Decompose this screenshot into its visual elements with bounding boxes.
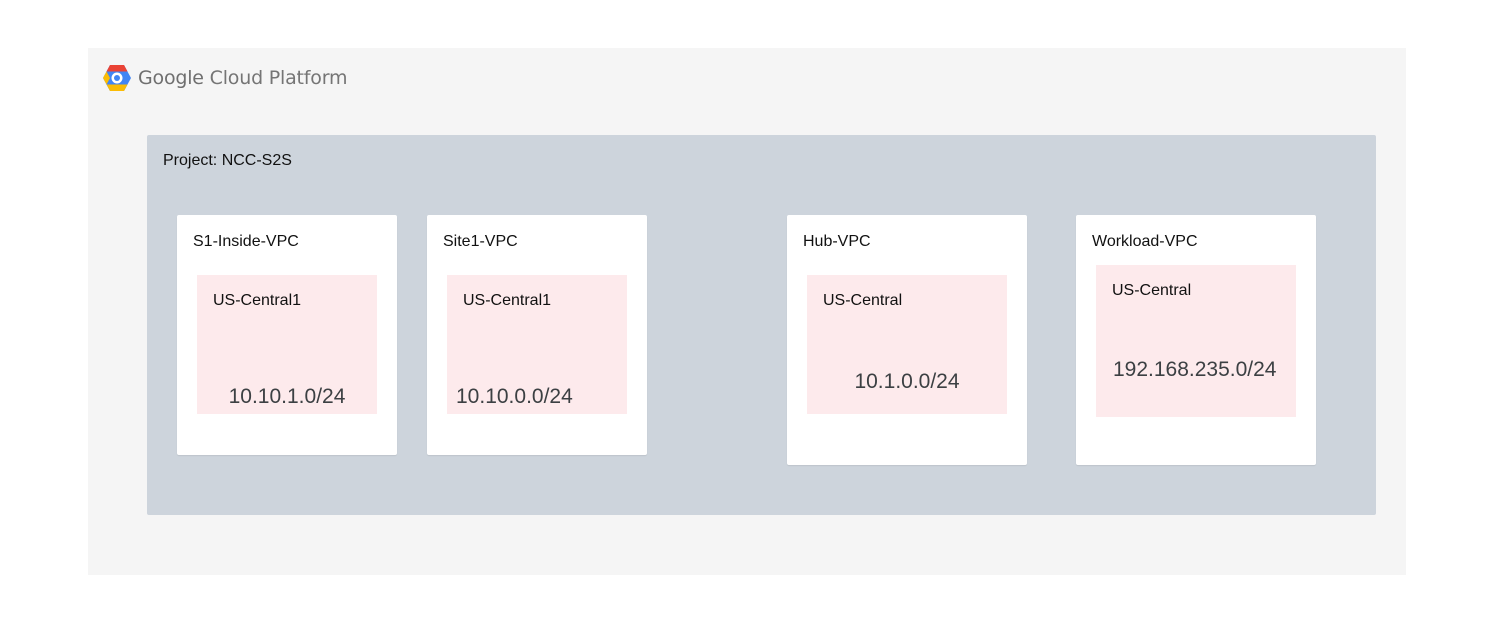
subnet-cidr: 10.1.0.0/24	[854, 370, 960, 393]
vpc-workload: Workload-VPC US-Central 192.168.235.0/24	[1076, 215, 1316, 465]
region-box: US-Central1 10.10.0.0/24	[447, 275, 627, 414]
vpc-label: Site1-VPC	[443, 233, 518, 250]
region-label: US-Central1	[213, 292, 302, 309]
vpc-label: Hub-VPC	[803, 233, 871, 250]
region-box: US-Central 10.1.0.0/24	[807, 275, 1007, 414]
region-box: US-Central 192.168.235.0/24	[1096, 265, 1296, 417]
logo-cloud-platform: Cloud Platform	[209, 67, 348, 89]
vpc-label: S1-Inside-VPC	[193, 233, 299, 250]
region-box: US-Central1 10.10.1.0/24	[197, 275, 377, 414]
vpc-hub: Hub-VPC US-Central 10.1.0.0/24	[787, 215, 1027, 465]
gcp-frame: Google Cloud Platform Project: NCC-S2S S…	[88, 48, 1406, 575]
region-label: US-Central	[823, 292, 903, 309]
project-container: Project: NCC-S2S S1-Inside-VPC US-Centra…	[147, 135, 1376, 515]
vpc-s1-inside: S1-Inside-VPC US-Central1 10.10.1.0/24	[177, 215, 397, 455]
region-label: US-Central1	[463, 292, 552, 309]
region-label: US-Central	[1112, 282, 1192, 299]
subnet-cidr: 10.10.0.0/24	[456, 385, 573, 408]
subnet-cidr: 10.10.1.0/24	[228, 385, 346, 408]
gcp-logo-text: Google Cloud Platform	[138, 67, 347, 89]
logo-google: Google	[138, 67, 204, 89]
gcp-hexagon-icon	[103, 65, 131, 91]
vpc-site1: Site1-VPC US-Central1 10.10.0.0/24	[427, 215, 647, 455]
gcp-logo: Google Cloud Platform	[102, 64, 347, 92]
project-label: Project: NCC-S2S	[163, 152, 292, 169]
subnet-cidr: 192.168.235.0/24	[1113, 358, 1277, 381]
vpc-label: Workload-VPC	[1092, 233, 1198, 250]
